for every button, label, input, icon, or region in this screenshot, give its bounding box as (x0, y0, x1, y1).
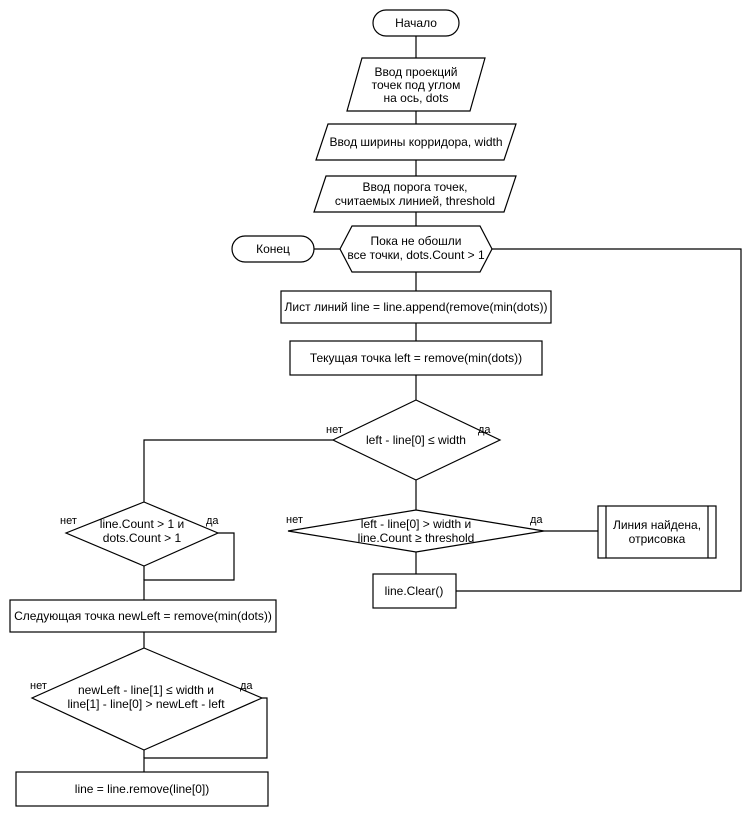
line-found-label-1: Линия найдена, (613, 518, 701, 532)
decision-newleft-label-2: line[1] - line[0] > newLeft - left (67, 697, 225, 711)
line-remove-label: line = line.remove(line[0]) (75, 782, 209, 796)
connectors (143, 36, 742, 772)
input-threshold-label-2: считаемых линией, threshold (335, 194, 495, 208)
start-terminator (372, 9, 460, 37)
input-dots-label-2: точек под углом (372, 78, 461, 92)
line-list-process (280, 290, 552, 324)
input-dots-label-3: на ось, dots (384, 91, 449, 105)
end-label: Конец (256, 242, 290, 256)
decision-width-yes: да (478, 424, 491, 436)
decision-count-no: нет (60, 515, 77, 527)
loop-condition (339, 225, 493, 273)
edge-newleft-yes (143, 697, 268, 772)
input-width-label: Ввод ширины корридора, width (329, 135, 502, 149)
line-clear-process (372, 573, 457, 609)
input-threshold (313, 175, 517, 213)
decision-threshold (287, 509, 545, 553)
input-dots-label-1: Ввод проекций (374, 65, 457, 79)
line-remove-process (15, 771, 269, 807)
edge-cond-no-left (143, 439, 333, 502)
edge-clear-loop-back (456, 248, 742, 592)
decision-width-no: нет (326, 424, 343, 436)
loop-label-2: все точки, dots.Count > 1 (347, 248, 485, 262)
decision-threshold-label-1: left - line[0] > width и (361, 517, 471, 531)
decision-width (331, 399, 502, 481)
decision-newleft (30, 647, 264, 751)
decision-threshold-no: нет (286, 514, 303, 526)
decision-newleft-yes: да (240, 680, 253, 692)
decision-count-label-2: dots.Count > 1 (103, 531, 182, 545)
decision-threshold-yes: да (530, 514, 543, 526)
input-dots (346, 57, 486, 112)
line-clear-label: line.Clear() (385, 584, 444, 598)
decision-newleft-label-1: newLeft - line[1] ≤ width и (78, 683, 214, 697)
line-found-label-2: отрисовка (629, 532, 686, 546)
end-terminator (231, 235, 315, 263)
decision-count-label-1: line.Count > 1 и (100, 517, 184, 531)
loop-label-1: Пока не обошли (370, 234, 461, 248)
current-point-process (289, 340, 543, 376)
line-found-process (597, 505, 717, 559)
decision-threshold-label-2: line.Count ≥ threshold (358, 531, 475, 545)
next-point-process (9, 599, 277, 633)
input-width (315, 123, 517, 161)
current-point-label: Текущая точка left = remove(min(dots)) (310, 351, 522, 365)
edge-count-yes (143, 532, 235, 600)
next-point-label: Следующая точка newLeft = remove(min(dot… (14, 609, 272, 623)
input-threshold-label-1: Ввод порога точек, (363, 180, 468, 194)
decision-width-label: left - line[0] ≤ width (366, 433, 466, 447)
decision-newleft-no: нет (30, 680, 47, 692)
decision-count-yes: да (206, 515, 219, 527)
start-label: Начало (395, 16, 437, 30)
line-list-label: Лист линий line = line.append(remove(min… (285, 300, 548, 314)
decision-count (64, 501, 220, 567)
